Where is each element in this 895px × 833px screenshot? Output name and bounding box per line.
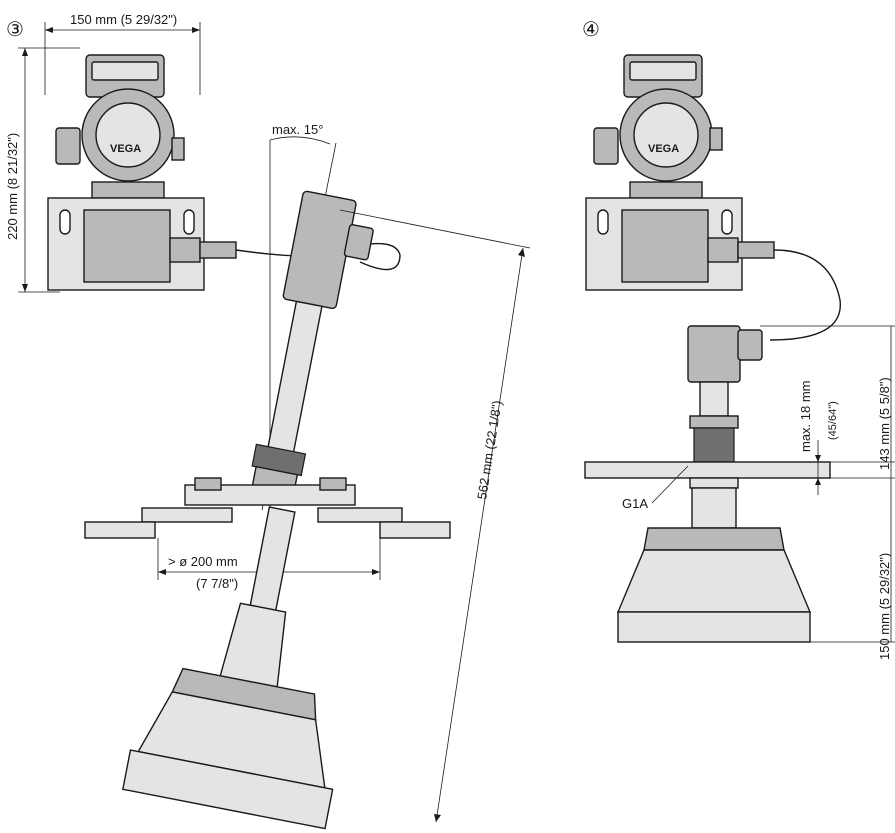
tilt-label: max. 15° <box>272 122 323 137</box>
overall-height-dimensions: 143 mm (5 5/8") 150 mm (5 29/32") <box>760 325 895 660</box>
housing-3: VEGA <box>47 54 237 291</box>
housing-width-label: 150 mm (5 29/32") <box>70 12 177 27</box>
housing-width-dimension: 150 mm (5 29/32") <box>44 12 201 95</box>
opening-diameter-inch-label: (7 7/8") <box>196 576 238 591</box>
horn-antenna-4 <box>616 477 812 643</box>
view-3-marker: ③ <box>6 17 24 41</box>
horn-antenna-3 <box>121 506 334 830</box>
thread-callout: G1A <box>622 465 689 511</box>
thread-height-dimension: max. 18 mm (45/64") <box>760 380 895 495</box>
brand-logo-4: VEGA <box>648 143 679 155</box>
cable-4 <box>769 249 841 341</box>
thread-height-inch-label: (45/64") <box>827 401 839 440</box>
housing-height-label: 220 mm (8 21/32") <box>5 133 20 240</box>
upper-height-label: 143 mm (5 5/8") <box>877 377 892 470</box>
brand-logo-3: VEGA <box>110 143 141 155</box>
housing-4: VEGA <box>585 54 775 291</box>
vessel-flange-3 <box>84 477 451 539</box>
view-4: ④ VEGA <box>582 17 895 660</box>
lower-height-label: 150 mm (5 29/32") <box>877 553 892 660</box>
sensor-body-4 <box>584 325 831 479</box>
thread-label: G1A <box>622 496 648 511</box>
tilted-antenna-3 <box>251 190 374 498</box>
opening-diameter-label: > ø 200 mm <box>168 554 238 569</box>
total-length-label: 562 mm (22 1/8") <box>474 399 504 500</box>
thread-height-label: max. 18 mm <box>798 380 813 452</box>
view-4-marker: ④ <box>582 17 600 41</box>
housing-height-dimension: 220 mm (8 21/32") <box>5 47 80 293</box>
view-3: ③ 150 mm (5 29/32") 220 mm (8 21/32") <box>5 12 531 830</box>
